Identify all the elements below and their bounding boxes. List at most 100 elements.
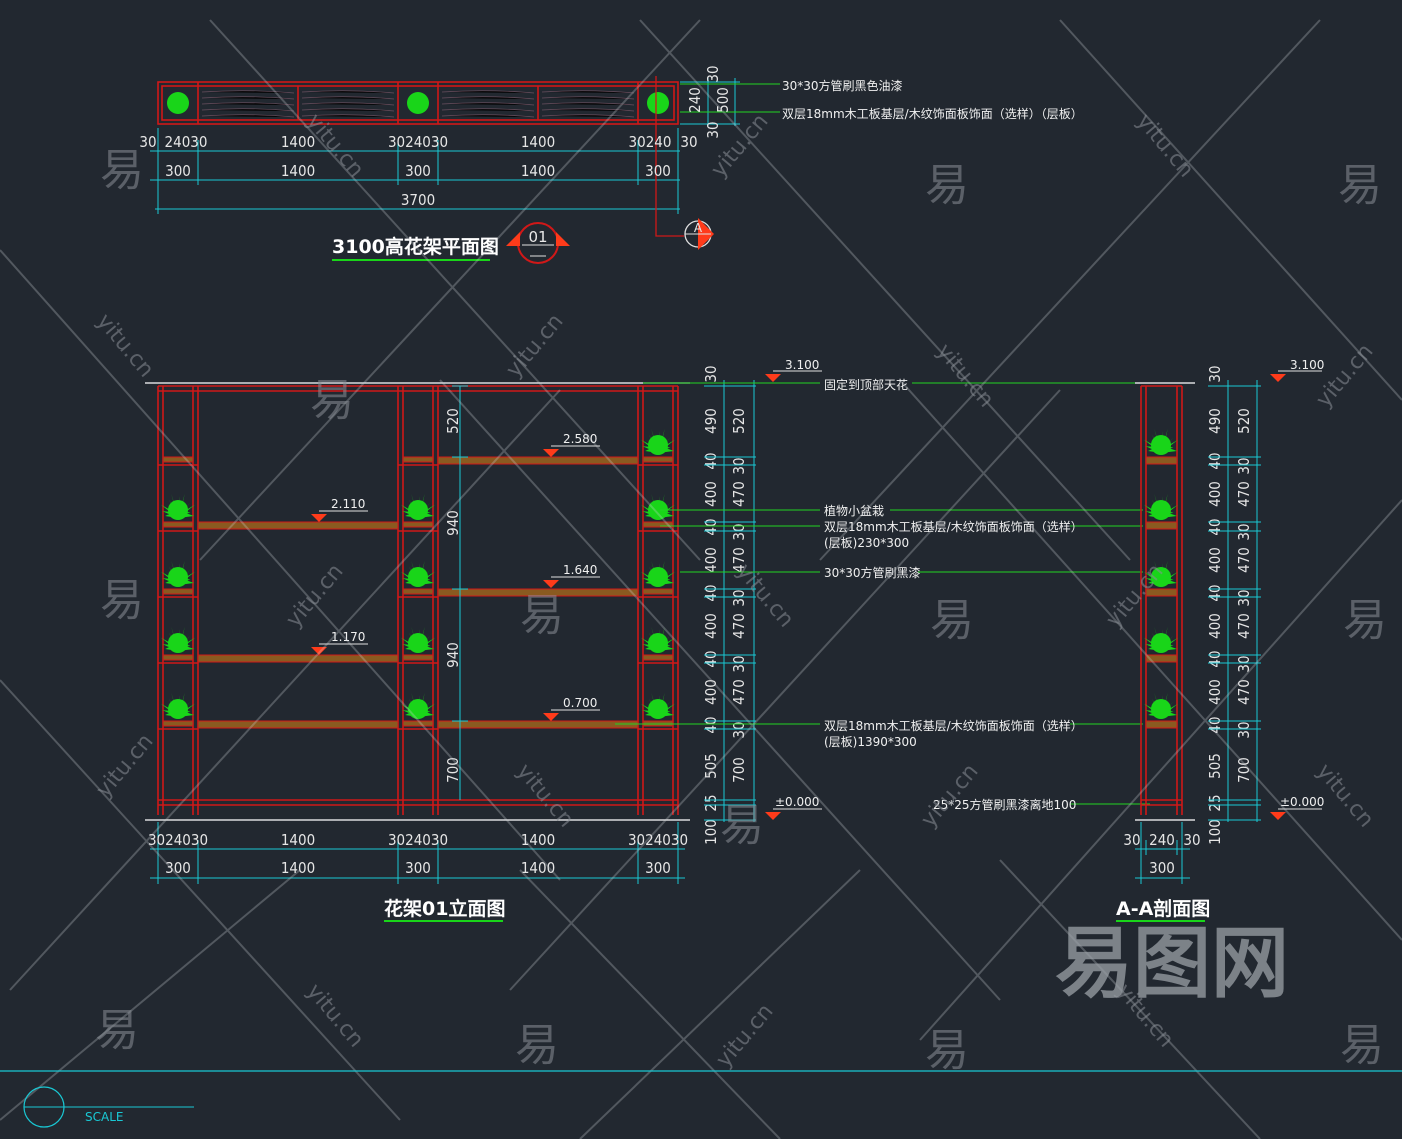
section-title: A-A剖面图 [1116,897,1210,920]
watermark-glyph: 易 [1338,160,1382,211]
dim-col-2-text: 470 [1235,547,1253,573]
inner-dim-1: 520 [444,408,462,434]
svg-text:1.170: 1.170 [331,630,365,644]
level-mark-2580: 2.580 [543,432,600,457]
plan-dim-mid: 300 [645,162,671,180]
watermark-url: yitu.cn [511,759,578,832]
watermark-url: yitu.cn [916,759,983,832]
section-plants [1144,428,1178,719]
plan-dim-top: 30 [680,133,697,151]
inner-dim-3: 940 [444,642,462,668]
elev-dim-bt-4: 1400 [521,831,555,849]
watermark-glyph: 易 [925,1025,969,1076]
plan-view: A 01 3100高花架平面图 30*30方管刷黑色油漆 双层18mm木工板基层… [150,76,1083,264]
plan-dim-mid: 300 [165,162,191,180]
watermark-glyph: 易 [515,1020,559,1071]
dim-col-1-text: 400 [702,679,720,705]
dim-col-2-text: 30 [730,523,748,540]
watermark-glyph: 易 [100,145,144,196]
plan-dim-right: 500 [714,87,732,113]
potted-plant-icon [641,626,675,653]
dim-col-2-text: 470 [730,481,748,507]
dim-col-2-text: 470 [1235,679,1253,705]
dim-col-2-text: 30 [730,721,748,738]
svg-text:0.700: 0.700 [563,696,597,710]
sec-dim-b: 300 [1149,859,1175,877]
dim-col-2-text: 30 [730,655,748,672]
elev-dim-bt-2: 1400 [281,831,315,849]
plan-frame [157,81,679,125]
svg-text:1.640: 1.640 [563,563,597,577]
dim-col-1-text: 490 [702,408,720,434]
dim-col-2-text: 30 [1235,721,1253,738]
potted-plant-icon [161,493,195,520]
dim-col-2-text: 700 [1235,757,1253,783]
potted-plant-icon [1144,428,1178,455]
svg-text:±0.000: ±0.000 [775,795,819,809]
dim-col-2-text: 30 [1235,457,1253,474]
section-view: 3.100 ±0.000 304904040040400404004040040… [1116,358,1324,922]
watermark-glyph: 易 [720,800,764,851]
dim-col-2-text: 30 [730,589,748,606]
potted-plant-icon [401,626,435,653]
level-mark-1170: 1.170 [311,630,368,655]
potted-plant-icon [161,560,195,587]
dim-col-2-text: 700 [730,757,748,783]
sec-dim-bt-3: 30 [1183,831,1200,849]
elev-dim-bt-1: 3024030 [148,831,208,849]
watermark-url: yitu.cn [706,109,773,182]
dim-col-1-text: 505 [1206,753,1224,779]
dim-col-1-text: 400 [702,613,720,639]
dim-col-1-text: 40 [1206,518,1224,535]
plan-dim-lines [150,78,740,214]
potted-plant-icon [401,692,435,719]
watermark-glyph: 易 [925,160,969,211]
dim-col-1-text: 25 [1206,794,1224,811]
dim-col-1-text: 400 [1206,613,1224,639]
watermark-url: yitu.cn [281,559,348,632]
level-mark-3100: 3.100 [765,358,822,382]
svg-text:3.100: 3.100 [785,358,819,372]
sec-dim-bt-2: 240 [1149,831,1175,849]
note-tube: 30*30方管刷黑漆 [824,565,921,580]
note-base-tube: 25*25方管刷黑漆离地100 [933,797,1076,812]
dim-col-2-text: 470 [730,613,748,639]
scale-label: SCALE [85,1110,123,1124]
watermark-glyph: 易 [520,590,564,641]
dim-col-1-text: 30 [1206,365,1224,382]
dim-col-1-text: 400 [1206,481,1224,507]
dim-col-2-text: 30 [1235,589,1253,606]
inner-dim-4: 700 [444,757,462,783]
elevation-plants [161,428,675,719]
elevation-title: 花架01立面图 [384,897,505,920]
potted-plant-icon [641,560,675,587]
potted-plant-icon [1144,692,1178,719]
elev-dim-b-4: 1400 [521,859,555,877]
note-board-1: 双层18mm木工板基层/木纹饰面板饰面（选样） [824,519,1083,534]
plan-dim-mid: 300 [405,162,431,180]
watermark-glyph: 易 [1340,1020,1384,1071]
potted-plant-icon [641,493,675,520]
potted-plant-icon [161,626,195,653]
elevation-inner-dims [452,385,468,800]
dim-col-1-text: 40 [1206,452,1224,469]
inner-dim-2: 940 [444,510,462,536]
dim-col-1-text: 400 [1206,547,1224,573]
elevation-right-dims: 3049040400404004040040400405052510052030… [702,365,756,845]
watermark-brand: 易图网 [1055,919,1289,1009]
note-plant: 植物小盆栽 [824,503,884,518]
note-board-2-size: (层板)1390*300 [824,735,917,749]
potted-plant-icon [161,692,195,719]
dim-col-2-text: 470 [1235,481,1253,507]
section-marker-label: A [694,221,703,235]
watermark-url: yitu.cn [301,979,368,1052]
callout-number: 01 [528,228,547,246]
plan-dim-top: 1400 [521,133,555,151]
watermark-url: yitu.cn [711,999,778,1072]
potted-plant-icon [1144,493,1178,520]
potted-plant-icon [401,493,435,520]
elev-dim-bt-5: 3024030 [628,831,688,849]
